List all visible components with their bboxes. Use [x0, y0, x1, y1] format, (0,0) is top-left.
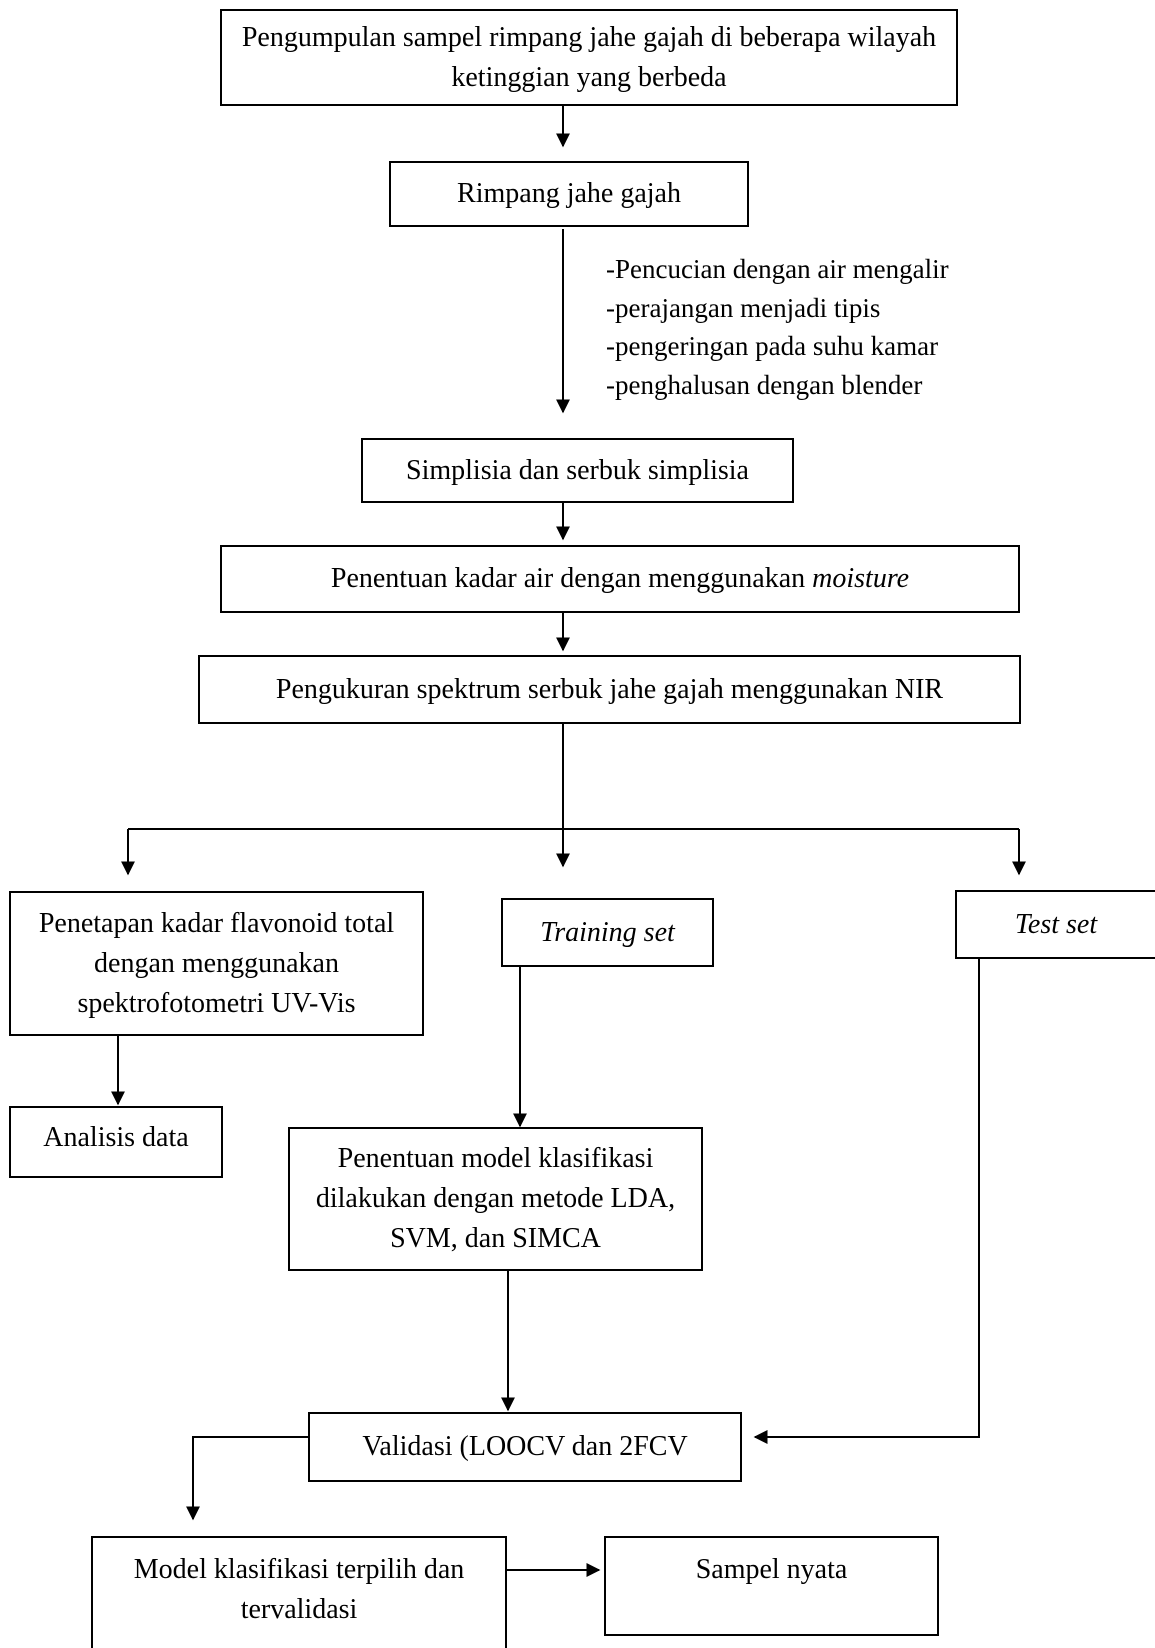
preparation-steps: -Pencucian dengan air mengalir -perajang… — [606, 250, 949, 404]
collection-box: Pengumpulan sampel rimpang jahe gajah di… — [220, 9, 958, 106]
real-sample-text: Sampel nyata — [695, 1554, 848, 1585]
rhizome-text: Rimpang jahe gajah — [457, 178, 681, 209]
preparation-step: -perajangan menjadi tipis — [606, 292, 881, 323]
collection-text: Pengumpulan sampel rimpang jahe gajah di… — [241, 21, 937, 93]
flavonoid-text: Penetapan kadar flavonoid total dengan m… — [38, 907, 395, 1019]
nir-text: Pengukuran spektrum serbuk jahe gajah me… — [275, 673, 944, 705]
preparation-step: -Pencucian dengan air mengalir — [606, 254, 949, 284]
moisture-text-italic: moisture — [812, 563, 910, 594]
validation-box: Validasi (LOOCV dan 2FCV — [308, 1412, 742, 1482]
arrow-validation-to-selected-model — [186, 1436, 308, 1521]
training-set-text: Training set — [540, 916, 675, 948]
selected-model-text: Model klasifikasi terpilih dan tervalida… — [133, 1554, 465, 1625]
simplisia-box: Simplisia dan serbuk simplisia — [361, 438, 794, 503]
training-set-box: Training set — [501, 898, 714, 967]
selected-model-box: Model klasifikasi terpilih dan tervalida… — [91, 1536, 507, 1648]
simplisia-text: Simplisia dan serbuk simplisia — [406, 454, 749, 486]
nir-box: Pengukuran spektrum serbuk jahe gajah me… — [198, 655, 1021, 724]
real-sample-box: Sampel nyata — [604, 1536, 939, 1636]
test-set-box: Test set — [955, 890, 1155, 959]
moisture-text: Penentuan kadar air dengan menggunakan m… — [331, 559, 909, 599]
preparation-step: -penghalusan dengan blender — [606, 369, 923, 400]
preparation-step: -pengeringan pada suhu kamar — [606, 331, 939, 361]
moisture-box: Penentuan kadar air dengan menggunakan m… — [220, 545, 1020, 613]
rhizome-box: Rimpang jahe gajah — [389, 161, 749, 227]
classification-box: Penentuan model klasifikasi dilakukan de… — [288, 1127, 703, 1271]
moisture-text-main: Penentuan kadar air dengan menggunakan — [330, 563, 813, 594]
analysis-text: Analisis data — [43, 1122, 189, 1153]
arrow-test-set-to-validation — [753, 959, 980, 1444]
classification-text: Penentuan model klasifikasi dilakukan de… — [315, 1143, 676, 1254]
flavonoid-box: Penetapan kadar flavonoid total dengan m… — [9, 891, 424, 1036]
test-set-text: Test set — [1014, 908, 1098, 940]
validation-text: Validasi (LOOCV dan 2FCV — [362, 1431, 688, 1462]
analysis-box: Analisis data — [9, 1106, 223, 1178]
